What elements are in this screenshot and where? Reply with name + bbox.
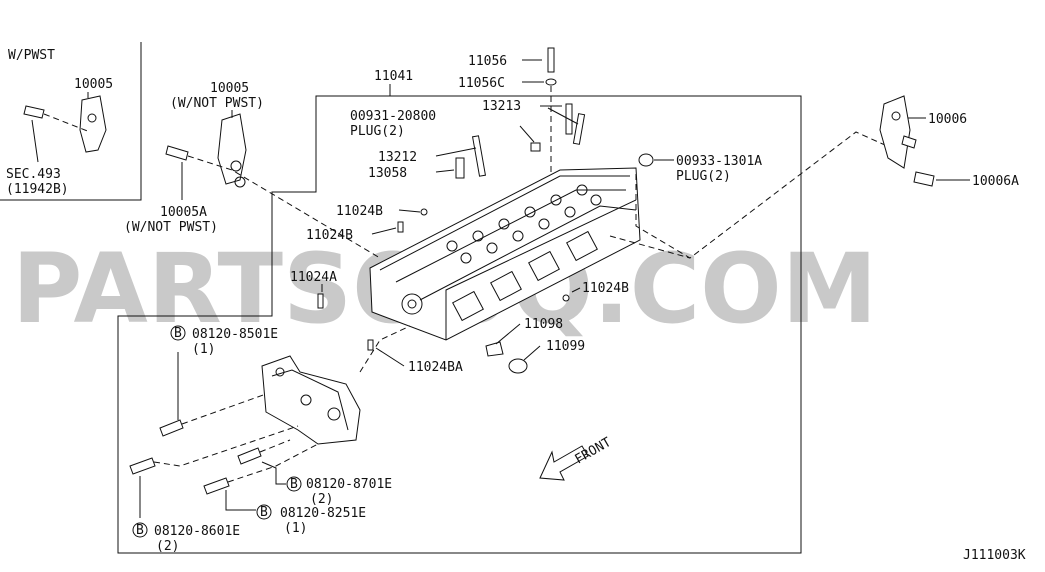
pin-11024a-part[interactable] bbox=[317, 293, 324, 309]
label-11056[interactable]: 11056 bbox=[468, 54, 507, 69]
label-8501-qty: (1) bbox=[192, 342, 215, 357]
lower-leaders bbox=[139, 352, 286, 518]
marker-8501: B bbox=[170, 325, 186, 341]
label-10005a-note: (W/NOT PWST) bbox=[124, 220, 218, 235]
marker-8701: B bbox=[286, 476, 302, 492]
svg-text:B: B bbox=[174, 326, 182, 341]
front-arrow: FRONT bbox=[539, 435, 615, 481]
label-8701[interactable]: 08120-8701E bbox=[306, 477, 392, 492]
lower-bolts bbox=[129, 419, 262, 495]
bolt-8501-part[interactable] bbox=[159, 419, 184, 437]
svg-text:B: B bbox=[136, 523, 144, 538]
stud-13212-part[interactable] bbox=[471, 135, 487, 177]
plug-00931-part[interactable] bbox=[530, 142, 541, 152]
label-11024b-1[interactable]: 11024B bbox=[336, 204, 383, 219]
bolt-sec493-part[interactable] bbox=[23, 105, 45, 119]
label-10005a[interactable]: 10005A bbox=[160, 205, 207, 220]
label-00933[interactable]: 00933-1301A bbox=[676, 154, 762, 169]
label-10005[interactable]: 10005 bbox=[74, 77, 113, 92]
label-11098[interactable]: 11098 bbox=[524, 317, 563, 332]
label-11942b: (11942B) bbox=[6, 182, 69, 197]
label-8701-qty: (2) bbox=[310, 492, 333, 507]
label-13058[interactable]: 13058 bbox=[368, 166, 407, 181]
label-10006a[interactable]: 10006A bbox=[972, 174, 1019, 189]
label-sec493[interactable]: SEC.493 bbox=[6, 167, 61, 182]
bolt-8701-part[interactable] bbox=[237, 447, 262, 465]
label-8501[interactable]: 08120-8501E bbox=[192, 327, 278, 342]
lower-dashes bbox=[153, 325, 411, 483]
bolt-10006a-part[interactable] bbox=[913, 171, 935, 187]
label-11056c[interactable]: 11056C bbox=[458, 76, 505, 91]
label-8601[interactable]: 08120-8601E bbox=[154, 524, 240, 539]
pin-11024ba-part[interactable] bbox=[367, 339, 374, 351]
label-10005-np[interactable]: 10005 bbox=[210, 81, 249, 96]
pin-11024b-3-part[interactable] bbox=[562, 294, 570, 302]
plug-00933-part[interactable] bbox=[638, 153, 654, 167]
label-11024a[interactable]: 11024A bbox=[290, 270, 337, 285]
leader-lines bbox=[321, 59, 970, 367]
svg-text:B: B bbox=[290, 477, 298, 492]
label-10005-np-note: (W/NOT PWST) bbox=[170, 96, 264, 111]
label-11041[interactable]: 11041 bbox=[374, 69, 413, 84]
front-label: FRONT bbox=[573, 435, 615, 468]
label-11024ba[interactable]: 11024BA bbox=[408, 360, 463, 375]
bracket-10005-part[interactable] bbox=[79, 95, 107, 153]
marker-8601: B bbox=[132, 522, 148, 538]
label-13212[interactable]: 13212 bbox=[378, 150, 417, 165]
inset-w-pwst: W/PWST bbox=[0, 42, 142, 201]
label-00931[interactable]: 00931-20800 bbox=[350, 109, 436, 124]
cylinder-head[interactable] bbox=[369, 167, 641, 341]
label-11024b-2[interactable]: 11024B bbox=[306, 228, 353, 243]
svg-text:B: B bbox=[260, 505, 268, 520]
label-11024b-3[interactable]: 11024B bbox=[582, 281, 629, 296]
seal-11099-part[interactable] bbox=[508, 358, 528, 374]
label-00931-plug: PLUG(2) bbox=[350, 124, 405, 139]
label-8251[interactable]: 08120-8251E bbox=[280, 506, 366, 521]
label-8601-qty: (2) bbox=[156, 539, 179, 554]
pin-11024b-1-part[interactable] bbox=[420, 208, 428, 216]
bolt-8251-part[interactable] bbox=[203, 477, 230, 495]
label-13213[interactable]: 13213 bbox=[482, 99, 521, 114]
main-frame bbox=[117, 95, 802, 554]
bolt-13058-part[interactable] bbox=[455, 157, 465, 179]
bracket-10005-np bbox=[165, 110, 381, 259]
marker-8251: B bbox=[256, 504, 272, 520]
diagram-code: J111003K bbox=[963, 548, 1026, 563]
bolt-10005a-part[interactable] bbox=[165, 145, 189, 161]
pin-11024b-2-part[interactable] bbox=[397, 221, 404, 233]
washer-11056c-part[interactable] bbox=[545, 78, 557, 86]
label-8251-qty: (1) bbox=[284, 521, 307, 536]
bracket-10006[interactable] bbox=[879, 95, 935, 187]
bracket-10005-np-part[interactable] bbox=[217, 113, 247, 185]
bolt-11056-part[interactable] bbox=[547, 47, 555, 73]
label-00933-plug: PLUG(2) bbox=[676, 169, 731, 184]
lower-bracket[interactable] bbox=[261, 355, 361, 445]
label-10006[interactable]: 10006 bbox=[928, 112, 967, 127]
bolt-8601-part[interactable] bbox=[129, 457, 156, 475]
label-11099[interactable]: 11099 bbox=[546, 339, 585, 354]
seal-11098-part[interactable] bbox=[485, 341, 504, 357]
inset-title: W/PWST bbox=[8, 48, 55, 63]
